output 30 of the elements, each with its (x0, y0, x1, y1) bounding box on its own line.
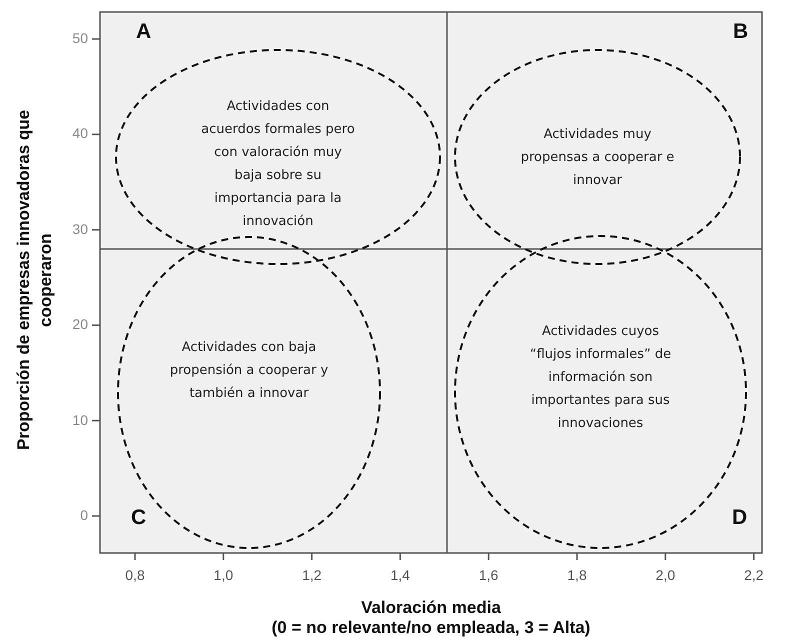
quadrant-letter: D (732, 506, 748, 530)
axis-tick-label: 1,4 (389, 567, 411, 583)
dashed-ellipse (455, 50, 740, 264)
quadrant-letter: C (131, 506, 146, 530)
axis-tick-label: 40 (71, 125, 88, 142)
axis-tick-label: 1,2 (301, 567, 323, 583)
axis-tick-label: 30 (71, 220, 88, 237)
quadrant-letter: B (733, 20, 748, 44)
axis-tick-label: 0,8 (124, 567, 146, 583)
axis-tick-label: 50 (71, 30, 88, 46)
ellipse-text: Actividades con acuerdos formales pero con valoración muy baja sobre su importancia para la innovación (200, 98, 356, 230)
axis-tick-label: 2,0 (654, 567, 676, 583)
axis-tick-label: 2,2 (743, 567, 765, 583)
axis-tick-label: 1,8 (566, 567, 588, 583)
ellipse-text: Actividades con baja propensión a cooperar y también a innovar (169, 339, 329, 403)
axis-tick-label: 0 (79, 507, 88, 523)
axis-tick-label: 10 (71, 412, 88, 428)
dashed-ellipse (118, 237, 380, 548)
axis-tick-label: 1,0 (212, 567, 234, 583)
ellipse-text: Actividades cuyos “flujos informales” de información son importantes para sus innovaciones (528, 322, 672, 432)
axis-tick-label: 1,6 (478, 567, 500, 583)
axis-tick-label: 20 (71, 316, 88, 332)
axis-title: Proporción de empresas innovadoras que (14, 108, 34, 452)
axis-title: Valoración media (360, 598, 502, 618)
quadrant-letter: A (136, 20, 152, 44)
ellipse-text: Actividades muy propensas a cooperar e innovar (520, 126, 676, 190)
dashed-ellipse (116, 50, 440, 264)
dashed-ellipse (455, 236, 746, 548)
axis-title: cooperaron (36, 232, 56, 329)
axis-title: (0 = no relevante/no empleada, 3 = Alta) (270, 618, 592, 638)
